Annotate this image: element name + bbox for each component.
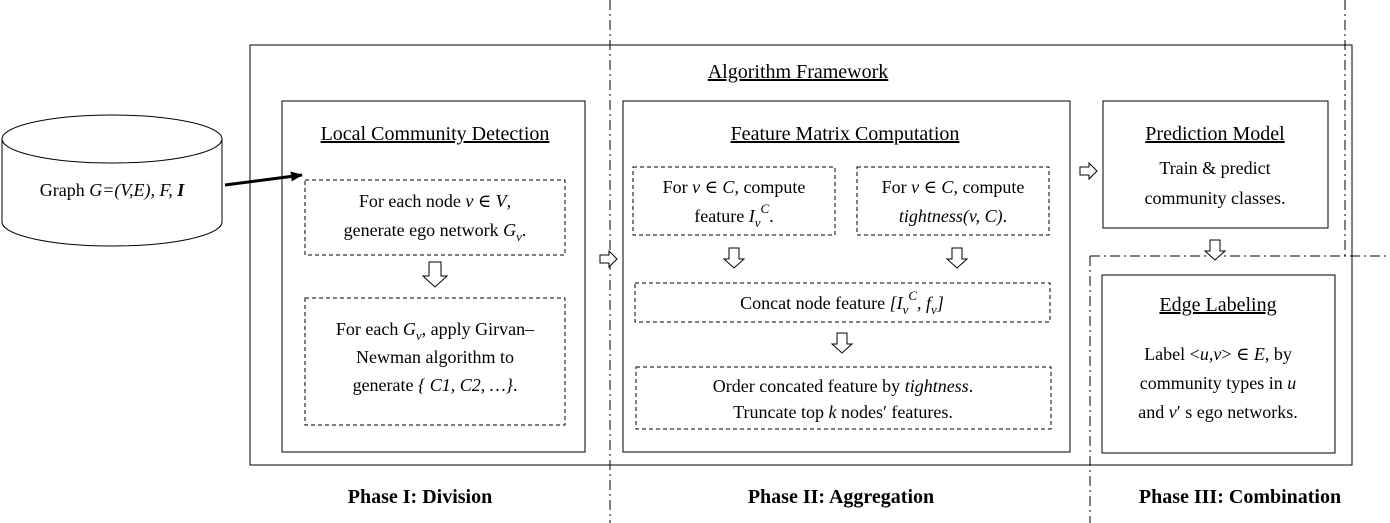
ego-network-box bbox=[304, 179, 566, 256]
tightness-line1: For v ∈ C, compute bbox=[882, 177, 1025, 197]
right-arrow-phase1-phase2 bbox=[599, 249, 618, 269]
prediction-model-title: Prediction Model bbox=[1145, 123, 1285, 145]
tightness-line2: tightness(v, C). bbox=[899, 206, 1007, 227]
phase1-title: Local Community Detection bbox=[321, 123, 550, 145]
girvan-newman-line2: Newman algorithm to bbox=[356, 347, 514, 367]
phase1-label: Phase I: Division bbox=[348, 486, 492, 508]
edge-labeling-line2: community types in u bbox=[1140, 373, 1297, 393]
girvan-newman-line3: generate { C1, C2, …}. bbox=[353, 375, 518, 395]
prediction-line2: community classes. bbox=[1145, 188, 1286, 208]
down-arrow-prediction bbox=[1203, 239, 1227, 261]
feature-line1: For v ∈ C, compute bbox=[663, 177, 806, 197]
framework-box bbox=[249, 44, 1353, 466]
down-arrow-tightness bbox=[945, 247, 969, 269]
phase3-label: Phase III: Combination bbox=[1139, 486, 1341, 508]
girvan-newman-box bbox=[304, 297, 566, 426]
down-arrow-feature bbox=[722, 247, 746, 269]
concat-box bbox=[634, 282, 1051, 323]
order-line2: Truncate top k nodes′ features. bbox=[733, 402, 953, 422]
prediction-model-box bbox=[1102, 100, 1329, 229]
edge-labeling-title: Edge Labeling bbox=[1159, 294, 1276, 316]
edge-labeling-line1: Label <u,v> ∈ E, by bbox=[1144, 344, 1292, 364]
phase1-box bbox=[281, 100, 586, 453]
edge-labeling-line3: and v′ s ego networks. bbox=[1138, 402, 1297, 422]
phase2-title: Feature Matrix Computation bbox=[731, 123, 960, 145]
feature-line2: feature IvC. bbox=[694, 201, 773, 230]
down-arrow-concat bbox=[830, 332, 854, 354]
order-line1: Order concated feature by tightness. bbox=[713, 376, 973, 396]
edge-labeling-box bbox=[1101, 274, 1336, 454]
framework-title: Algorithm Framework bbox=[708, 61, 889, 83]
right-arrow-phase2-phase3 bbox=[1079, 161, 1098, 181]
ego-network-line2: generate ego network Gv. bbox=[344, 220, 527, 244]
phase2-box bbox=[622, 100, 1071, 453]
input-graph-cylinder: Graph G=(V,E), F, I bbox=[1, 114, 223, 247]
tightness-box bbox=[856, 166, 1050, 236]
girvan-newman-line1: For each Gv, apply Girvan– bbox=[336, 319, 535, 343]
phase2-label: Phase II: Aggregation bbox=[748, 486, 934, 508]
prediction-line1: Train & predict bbox=[1159, 158, 1270, 178]
feature-box bbox=[632, 166, 836, 236]
concat-text: Concat node feature [IvC, fv] bbox=[740, 288, 944, 317]
input-arrow bbox=[224, 171, 303, 187]
down-arrow-phase1 bbox=[421, 261, 449, 288]
input-graph-label: Graph G=(V,E), F, I bbox=[40, 180, 185, 201]
ego-network-line1: For each node v ∈ V, bbox=[359, 191, 511, 211]
